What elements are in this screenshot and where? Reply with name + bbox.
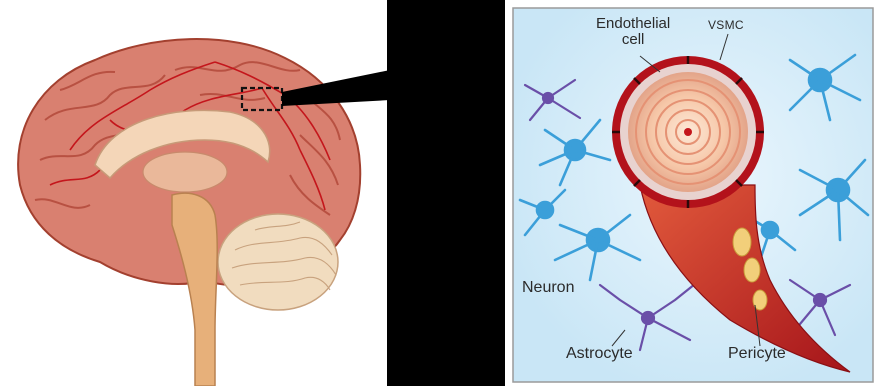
brain-illustration	[18, 39, 390, 386]
label-astrocyte: Astrocyte	[566, 346, 633, 363]
label-endothelial-line1: Endothelial	[596, 16, 670, 32]
label-endothelial-cell: Endothelial cell	[596, 16, 670, 48]
cerebellum	[218, 214, 338, 310]
label-vsmc: VSMC	[708, 19, 744, 32]
vessel-cross-section	[612, 56, 764, 208]
label-endothelial-line2: cell	[596, 32, 670, 48]
black-divider-panel	[387, 0, 505, 386]
label-pericyte: Pericyte	[728, 346, 786, 363]
label-neuron: Neuron	[522, 280, 574, 297]
brainstem	[172, 193, 217, 386]
neurovascular-unit-panel	[513, 8, 873, 382]
